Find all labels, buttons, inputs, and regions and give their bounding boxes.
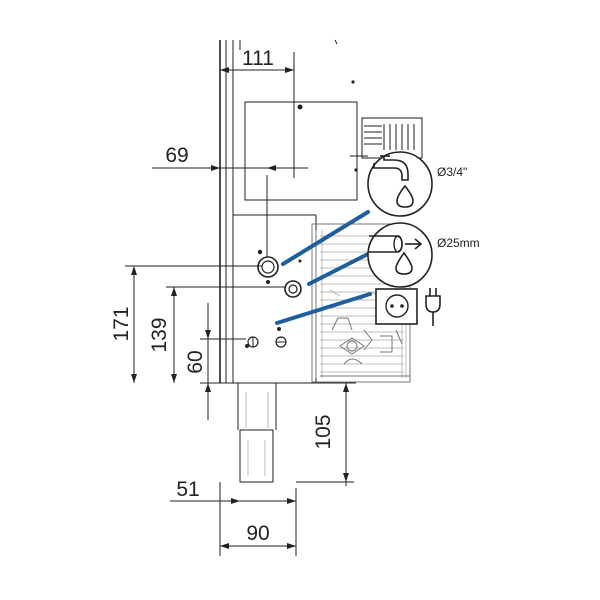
water-inlet-size-label: Ø3/4": [437, 165, 467, 179]
dimension-60: 60: [184, 303, 246, 420]
connection-leaders: [275, 210, 372, 325]
dimension-label-69: 69: [165, 144, 188, 167]
tap-drop-icon: [367, 151, 433, 217]
dimension-90: 90: [219, 482, 297, 556]
dimension-105: 105: [296, 382, 356, 486]
dimension-label-111: 111: [242, 47, 274, 70]
pipe-drain-icon: [367, 222, 433, 288]
dimension-label-105: 105: [312, 414, 335, 449]
dimension-139: 139: [148, 286, 286, 383]
plug-icon: [425, 288, 441, 326]
leader-power: [275, 292, 372, 325]
leader-drain: [307, 252, 370, 286]
dimension-label-51: 51: [176, 478, 199, 501]
drain-fitting: [284, 280, 302, 298]
dimension-label-139: 139: [148, 317, 171, 352]
water-inlet-fitting: [257, 256, 279, 278]
dimension-label-60: 60: [184, 350, 207, 373]
dimension-111: 111: [220, 47, 295, 178]
socket-icon: [375, 288, 418, 325]
dimension-label-90: 90: [246, 522, 269, 545]
dimension-51: 51: [170, 478, 297, 508]
drain-size-label: Ø25mm: [437, 236, 480, 250]
leader-water-inlet: [281, 210, 370, 266]
drain-pipe: [237, 383, 277, 483]
top-panel-detail: [350, 117, 423, 159]
dimension-label-171: 171: [110, 306, 133, 341]
dimension-171: 171: [110, 265, 262, 383]
appliance-body: [219, 39, 358, 384]
dimension-69: 69: [152, 144, 308, 171]
valve-knobs: [247, 336, 287, 348]
